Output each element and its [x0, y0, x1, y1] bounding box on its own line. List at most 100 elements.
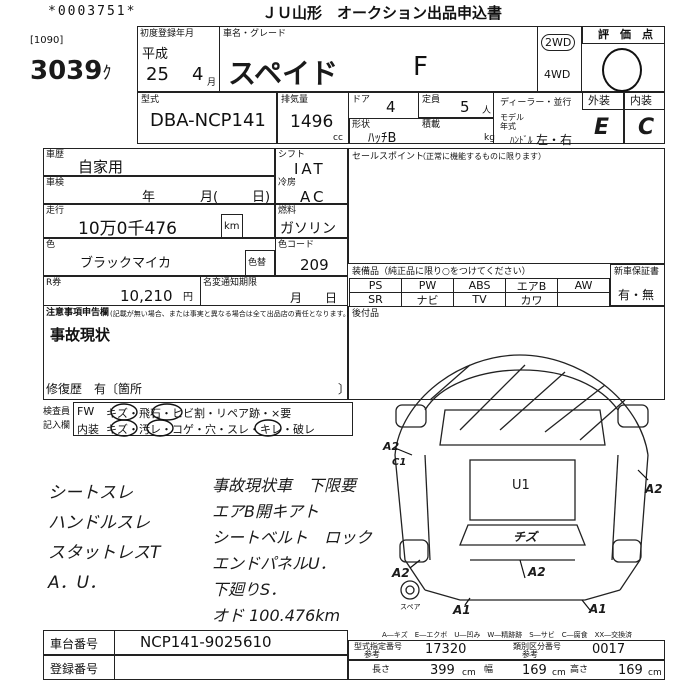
exterior-grade: E [594, 115, 610, 140]
mark-in-scratch [110, 419, 138, 437]
mark-in-dirt [146, 419, 174, 437]
in-items: キズ・汚レ・コゲ・穴・スレ・キレ・破レ [106, 423, 315, 436]
in-label: 内装 [77, 423, 99, 436]
doors-value: 4 [386, 98, 396, 116]
usage-label: 車歴 [46, 150, 65, 160]
handle-label: ﾊﾝﾄﾞﾙ [510, 136, 533, 146]
capacity-unit: 人 [482, 106, 492, 116]
drive-4wd: 4WD [544, 68, 571, 81]
first-reg-label: 初度登録年月 [140, 29, 195, 39]
displacement-value: 1496 [290, 112, 334, 132]
mark-a1l: A1 [453, 603, 471, 617]
fuel-value: ガソリン [280, 221, 336, 237]
model-cell [137, 92, 277, 144]
model-value: DBA-NCP141 [150, 110, 266, 131]
frame-value: NCP141-9025610 [140, 633, 272, 651]
new-warranty-cell [610, 264, 665, 306]
car-windshield [439, 409, 606, 446]
model-year-label2: 年式 [500, 122, 516, 131]
mileage-value: 10万0千476 [78, 219, 177, 239]
shift-label: シフト [278, 150, 306, 160]
grade-divider [623, 92, 625, 144]
fuel-cell [275, 204, 348, 238]
spec-divider [348, 659, 665, 661]
mark-a2l: A2 [392, 566, 410, 580]
hatch-line-5 [579, 399, 626, 441]
damage-legend: A―キズ E―エクボ U―凹み W―精跡跡 S―サビ C―腐食 XX―交換済 [382, 631, 633, 639]
color-change-cell [245, 250, 275, 276]
car-left-side [394, 454, 426, 591]
pointer-a1l [464, 597, 471, 606]
inspection-month: 月( [200, 190, 219, 205]
ac-label: 冷房 [278, 178, 297, 188]
lot-number-value: 3039 [30, 56, 103, 86]
hatch-line-3 [499, 371, 566, 431]
registration-label-cell [43, 655, 115, 680]
name-change-label: 名変通知期限 [203, 278, 258, 288]
pointer-a1r [581, 599, 591, 611]
notice-value: 事故現状 [50, 326, 111, 344]
capacity-label: 定員 [422, 95, 441, 105]
car-right-inner [611, 454, 619, 561]
car-outline-top [394, 354, 649, 456]
lot-number: 3039ｸ [30, 56, 111, 86]
first-reg-month: 4 [192, 64, 204, 85]
color-value: ブラックマイカ [80, 256, 172, 271]
height-value: 169 [618, 663, 643, 678]
car-name-value: スペイド [228, 57, 339, 90]
mileage-label: 走行 [46, 206, 65, 216]
inspector-box [73, 402, 353, 436]
height-unit: cm [648, 668, 662, 678]
wheel-rear-left [399, 539, 429, 563]
hatch-line-4 [544, 384, 606, 433]
notice-label: 注意事項申告欄 [46, 308, 110, 318]
note-right-line: 下廻りS． [212, 580, 287, 599]
category-code-value: 0017 [592, 642, 626, 657]
load-unit: kg [484, 133, 495, 143]
model-code-label1: 型式指定番号 [354, 642, 402, 651]
form-code: [1090] [30, 35, 64, 46]
hatch-line-1 [429, 364, 471, 401]
width-value: 169 [522, 663, 547, 678]
interior-grade: C [638, 115, 655, 140]
sales-point-label: セールスポイント [352, 152, 425, 162]
ac-value: AC [300, 188, 327, 206]
name-change-cell [200, 276, 348, 306]
sales-point-box [348, 148, 665, 264]
fuel-label: 燃料 [278, 206, 297, 216]
mark-in-rub [254, 419, 282, 437]
width-unit: cm [552, 668, 566, 678]
name-change-day: 日 [325, 291, 338, 305]
notice-sub: (記載が無い場合、または事実と異なる場合は全て出品店の責任となります。) [110, 310, 350, 318]
displacement-label: 排気量 [281, 95, 309, 105]
body-type-label: 形状 [352, 120, 371, 130]
wheel-front-right [617, 404, 649, 428]
recycle-label: R券 [46, 278, 62, 288]
spare-label: スペア [400, 603, 421, 611]
note-right-line: 事故現状車 下限要 [212, 476, 357, 495]
inspection-label: 車検 [46, 178, 65, 188]
spare-tire-hub [405, 585, 415, 595]
wheel-rear-right [612, 539, 642, 563]
length-label: 長さ [372, 665, 391, 675]
serial-number: *0003751* [48, 4, 137, 19]
first-reg-year: 25 [146, 64, 169, 85]
capacity-cell [418, 92, 494, 118]
note-right-line: オド 100.476km [212, 606, 341, 625]
recycle-unit: 円 [183, 292, 193, 303]
note-left-line: スタットレスT [48, 543, 161, 563]
color-label: 色 [46, 240, 56, 250]
note-right-line: シートベルト ロック [212, 528, 373, 547]
registration-label: 登録番号 [50, 662, 99, 676]
new-warranty-label: 新車保証書 [614, 267, 660, 277]
car-left-inner [424, 454, 431, 561]
car-roof-panel [469, 459, 576, 521]
repair-label: 修復歴 有〔箇所 [46, 382, 143, 396]
aftermarket-label: 後付品 [352, 309, 380, 319]
category-code-label2: 参考 [522, 650, 538, 659]
aftermarket-box [348, 306, 665, 400]
body-type-row [349, 118, 494, 144]
handle-value: 左・右 [536, 133, 573, 147]
sales-point-sub: （正常に機能するものに限ります） [418, 152, 546, 161]
